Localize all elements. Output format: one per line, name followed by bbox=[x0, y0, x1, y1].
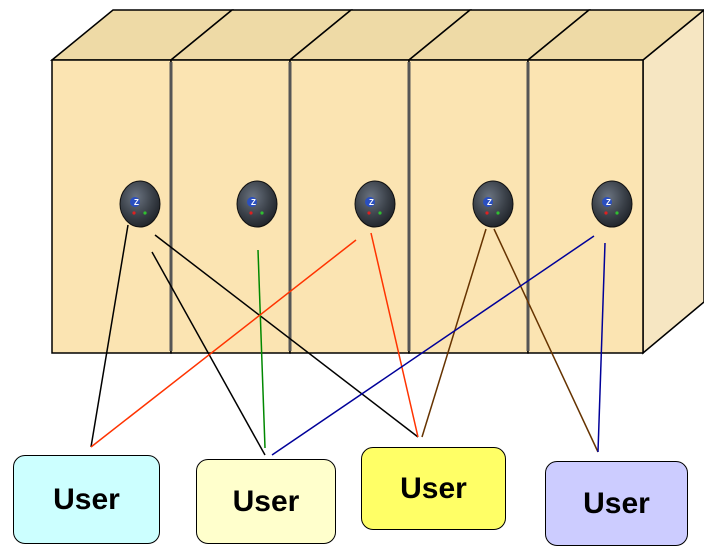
user-box-1: User bbox=[13, 455, 160, 544]
svg-text:Z: Z bbox=[487, 198, 492, 207]
user-box-4: User bbox=[545, 461, 688, 546]
user-box-3: User bbox=[361, 447, 506, 530]
zpower-device-icon: Z bbox=[237, 181, 277, 227]
zpower-device-icon: Z bbox=[355, 181, 395, 227]
svg-text:Z: Z bbox=[606, 198, 611, 207]
rack-side-face bbox=[643, 10, 704, 353]
svg-text:Z: Z bbox=[251, 198, 256, 207]
zpower-device-icon: Z bbox=[592, 181, 632, 227]
svg-text:Z: Z bbox=[134, 198, 139, 207]
rack-top bbox=[52, 10, 704, 60]
user-box-2: User bbox=[196, 459, 336, 544]
zpower-device-icon: Z bbox=[120, 181, 160, 227]
zpower-device-icon: Z bbox=[473, 181, 513, 227]
svg-text:Z: Z bbox=[369, 198, 374, 207]
